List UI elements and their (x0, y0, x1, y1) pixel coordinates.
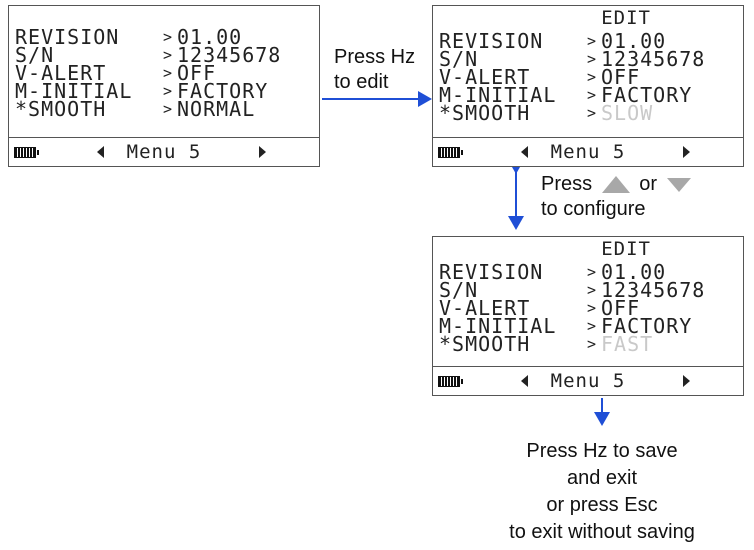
row-value: 01.00 (177, 25, 243, 49)
menu-label: Menu 5 (550, 141, 626, 163)
battery-icon (438, 376, 463, 387)
menu-next-icon (259, 146, 266, 158)
caption-line: or press Esc (546, 494, 658, 516)
row-value-editing: FAST (601, 332, 654, 356)
row-value: NORMAL (177, 97, 256, 121)
caption-press: Press (541, 173, 593, 195)
row-sep: > (587, 281, 598, 299)
row-sep: > (587, 86, 598, 104)
row-m-initial: M-INITIAL >FACTORY (439, 314, 737, 338)
caption-line-2: to configure (541, 198, 646, 220)
row-m-initial: M-INITIAL >FACTORY (439, 83, 737, 107)
row-smooth: *SMOOTH >NORMAL (15, 97, 313, 121)
row-sep: > (587, 32, 598, 50)
down-arrow-button-icon (666, 177, 691, 192)
battery-icon (438, 147, 463, 158)
row-serial: S/N >12345678 (439, 47, 737, 71)
row-revision: REVISION >01.00 (439, 260, 737, 284)
row-smooth: *SMOOTH >SLOW (439, 101, 737, 125)
row-sep: > (163, 28, 174, 46)
row-label: M-INITIAL (439, 314, 557, 338)
row-label: *SMOOTH (439, 332, 531, 356)
lcd-footer: Menu 5 (433, 137, 743, 166)
caption-or: or (639, 173, 658, 195)
menu-prev-icon (97, 146, 104, 158)
lcd-footer: Menu 5 (433, 366, 743, 395)
row-label: V-ALERT (15, 61, 107, 85)
row-sep: > (163, 46, 174, 64)
caption-line: to edit (334, 71, 389, 93)
row-value: 01.00 (601, 29, 667, 53)
row-smooth: *SMOOTH >FAST (439, 332, 737, 356)
row-v-alert: V-ALERT >OFF (15, 61, 313, 85)
battery-icon (14, 147, 39, 158)
lcd-footer: Menu 5 (9, 137, 319, 166)
row-value: FACTORY (601, 314, 693, 338)
row-sep: > (587, 317, 598, 335)
row-sep: > (587, 68, 598, 86)
row-label: M-INITIAL (439, 83, 557, 107)
row-sep: > (587, 50, 598, 68)
edit-title: EDIT (601, 7, 651, 29)
caption-configure: Press or to configure (541, 172, 695, 222)
row-label: REVISION (439, 260, 544, 284)
lcd-screen-menu-5: REVISION>01.00 S/N>12345678 V-ALERT>OFF … (8, 5, 320, 167)
row-label: V-ALERT (439, 65, 531, 89)
row-label: REVISION (15, 25, 120, 49)
row-label: M-INITIAL (15, 79, 133, 103)
row-value: 01.00 (601, 260, 667, 284)
menu-next-icon (683, 375, 690, 387)
row-value: 12345678 (601, 278, 706, 302)
caption-line-1: Press or (541, 172, 695, 197)
row-value: OFF (177, 61, 217, 85)
row-sep: > (163, 64, 174, 82)
row-label: S/N (15, 43, 55, 67)
row-value: OFF (601, 296, 641, 320)
up-arrow-button-icon (601, 176, 630, 194)
row-value: FACTORY (177, 79, 269, 103)
edit-title: EDIT (601, 238, 651, 260)
caption-edit: Press Hz to edit (334, 45, 415, 95)
row-label: REVISION (439, 29, 544, 53)
row-value: OFF (601, 65, 641, 89)
row-v-alert: V-ALERT >OFF (439, 65, 737, 89)
row-value-editing: SLOW (601, 101, 654, 125)
row-sep: > (587, 104, 598, 122)
caption-line: to exit without saving (509, 521, 695, 543)
caption-line: Press Hz to save (526, 440, 678, 462)
row-label: V-ALERT (439, 296, 531, 320)
row-v-alert: V-ALERT >OFF (439, 296, 737, 320)
menu-prev-icon (521, 146, 528, 158)
caption-save: Press Hz to save and exit or press Esc t… (472, 438, 732, 546)
row-label: S/N (439, 47, 479, 71)
row-serial: S/N >12345678 (15, 43, 313, 67)
menu-prev-icon (521, 375, 528, 387)
row-m-initial: M-INITIAL >FACTORY (15, 79, 313, 103)
menu-next-icon (683, 146, 690, 158)
row-sep: > (587, 263, 598, 281)
row-revision: REVISION >01.00 (439, 29, 737, 53)
lcd-screen-edit-fast: EDIT REVISION >01.00 S/N >12345678 V-ALERT… (432, 236, 744, 396)
row-revision: REVISION >01.00 (15, 25, 313, 49)
caption-line: and exit (566, 467, 638, 489)
row-sep: > (163, 100, 174, 118)
row-serial: S/N >12345678 (439, 278, 737, 302)
menu-label: Menu 5 (550, 370, 626, 392)
row-value: FACTORY (601, 83, 693, 107)
row-value: 12345678 (177, 43, 282, 67)
row-label: *SMOOTH (439, 101, 531, 125)
lcd-screen-edit-slow: EDIT REVISION >01.00 S/N >12345678 V-ALERT… (432, 5, 744, 167)
caption-line: Press Hz (334, 46, 416, 68)
row-sep: > (163, 82, 174, 100)
menu-label: Menu 5 (126, 141, 202, 163)
row-value: 12345678 (601, 47, 706, 71)
row-sep: > (587, 299, 598, 317)
row-label: *SMOOTH (15, 97, 107, 121)
row-sep: > (587, 335, 598, 353)
row-label: S/N (439, 278, 479, 302)
